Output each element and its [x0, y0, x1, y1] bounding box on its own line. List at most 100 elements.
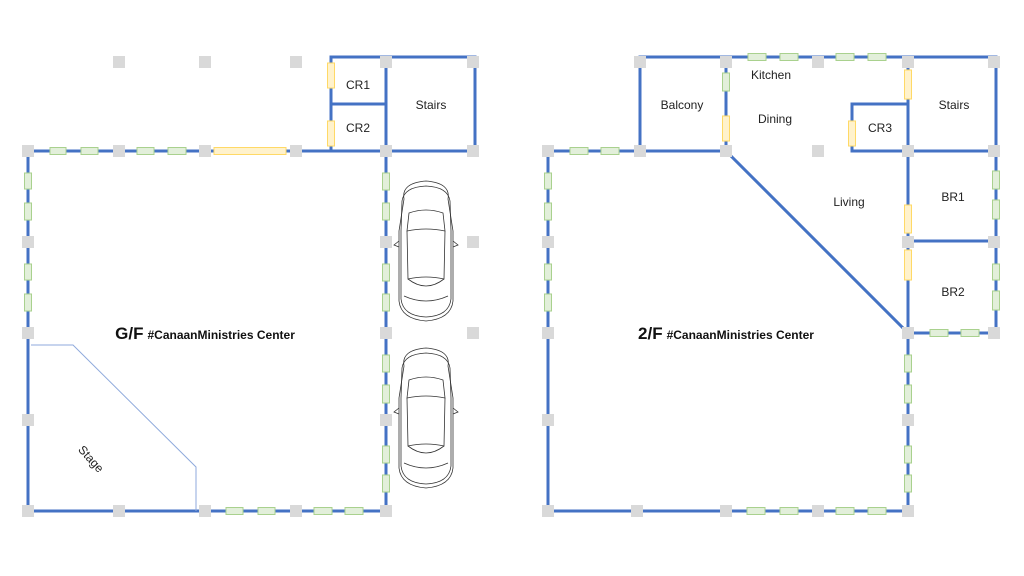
pillar — [902, 414, 914, 426]
window — [382, 474, 390, 493]
pillar — [542, 414, 554, 426]
room-label-gf-stairs: Stairs — [415, 98, 447, 112]
pillar — [113, 145, 125, 157]
pillar — [22, 414, 34, 426]
window — [382, 263, 390, 282]
pillar — [113, 505, 125, 517]
window — [544, 202, 552, 221]
window — [257, 507, 276, 515]
car-icon — [393, 180, 459, 322]
pillar — [199, 505, 211, 517]
door — [327, 62, 335, 89]
pillar — [988, 236, 1000, 248]
room-label-br2: BR2 — [941, 285, 965, 299]
pillar — [467, 236, 479, 248]
pillar — [380, 414, 392, 426]
pillar — [720, 145, 732, 157]
window — [747, 53, 767, 61]
window — [992, 290, 1000, 311]
pillar — [467, 56, 479, 68]
door — [904, 204, 912, 234]
window — [382, 202, 390, 221]
window — [544, 293, 552, 312]
floor-label: G/F — [115, 324, 144, 343]
pillar — [542, 236, 554, 248]
window — [24, 293, 32, 312]
door — [848, 120, 856, 147]
window — [382, 354, 390, 373]
window — [746, 507, 766, 515]
window — [225, 507, 244, 515]
pillar — [22, 327, 34, 339]
room-label-kitchen: Kitchen — [750, 68, 792, 82]
window — [313, 507, 333, 515]
door — [904, 69, 912, 100]
window — [24, 202, 32, 221]
window — [867, 507, 887, 515]
pillar — [902, 56, 914, 68]
pillar — [380, 145, 392, 157]
pillar — [380, 505, 392, 517]
pillar — [902, 327, 914, 339]
window — [779, 507, 799, 515]
window — [867, 53, 887, 61]
window — [382, 384, 390, 404]
window — [960, 329, 980, 337]
building-name: #CanaanMinistries Center — [666, 328, 814, 342]
room-label-cr3: CR3 — [867, 121, 893, 135]
pillar — [812, 56, 824, 68]
pillar — [902, 145, 914, 157]
pillar — [542, 327, 554, 339]
pillar — [290, 56, 302, 68]
window — [992, 263, 1000, 281]
room-label-cr2: CR2 — [345, 121, 371, 135]
pillar — [988, 327, 1000, 339]
pillar — [199, 56, 211, 68]
window — [544, 172, 552, 190]
pillar — [988, 56, 1000, 68]
room-label-living: Living — [833, 195, 865, 209]
floor-label: 2/F — [638, 324, 663, 343]
pillar — [199, 145, 211, 157]
building-name: #CanaanMinistries Center — [147, 328, 295, 342]
window — [24, 263, 32, 281]
window — [167, 147, 187, 155]
pillar — [380, 327, 392, 339]
pillar — [22, 505, 34, 517]
pillar — [812, 145, 824, 157]
room-label-2f-stairs: Stairs — [938, 98, 970, 112]
door — [213, 147, 287, 155]
window — [344, 507, 364, 515]
window — [382, 172, 390, 191]
car-icon — [393, 347, 459, 489]
pillar — [634, 56, 646, 68]
window — [992, 170, 1000, 190]
door — [722, 115, 730, 142]
window — [382, 445, 390, 464]
window — [904, 384, 912, 404]
room-label-dining: Dining — [757, 112, 793, 126]
window — [136, 147, 155, 155]
pillar — [380, 236, 392, 248]
second-floor-title: 2/F#CanaanMinistries Center — [638, 324, 814, 344]
ground-floor-title: G/F#CanaanMinistries Center — [115, 324, 295, 344]
window — [835, 53, 855, 61]
pillar — [467, 145, 479, 157]
pillar — [22, 145, 34, 157]
window — [382, 293, 390, 312]
door — [327, 120, 335, 147]
room-label-balcony: Balcony — [660, 98, 704, 112]
window — [24, 172, 32, 190]
pillar — [542, 505, 554, 517]
stage-outline — [31, 344, 197, 511]
window — [779, 53, 799, 61]
pillar — [902, 505, 914, 517]
window — [904, 354, 912, 373]
window — [544, 263, 552, 281]
window — [49, 147, 67, 155]
window — [929, 329, 949, 337]
pillar — [542, 145, 554, 157]
wall — [723, 148, 911, 336]
